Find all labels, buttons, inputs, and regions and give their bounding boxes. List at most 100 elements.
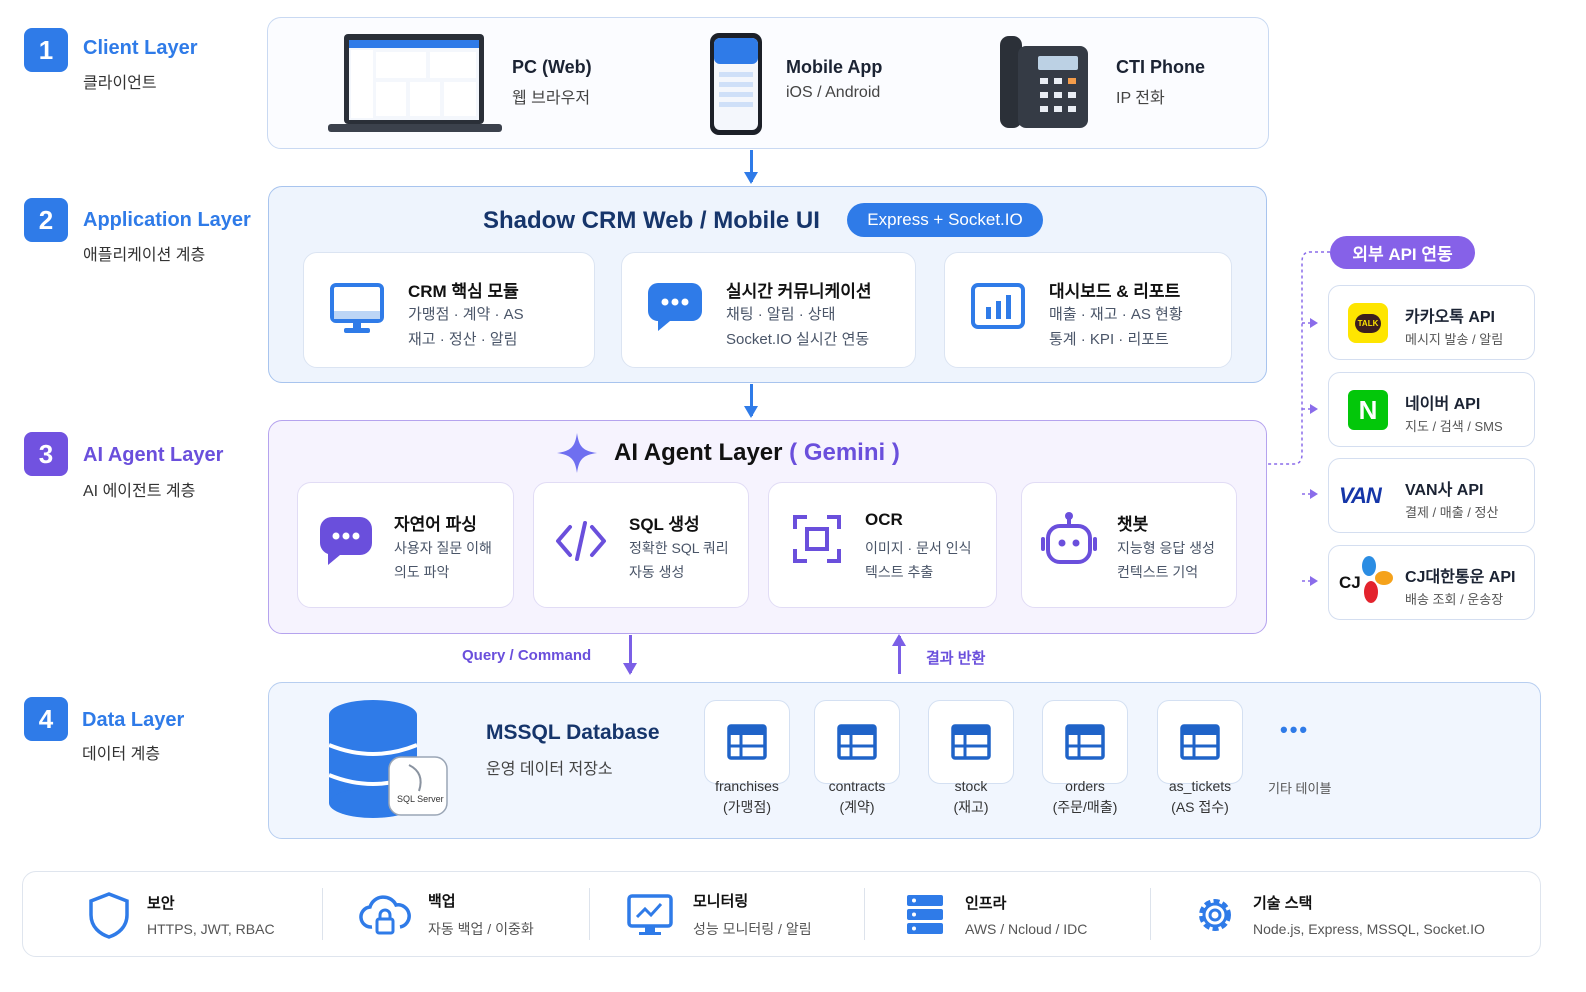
result-return-label: 결과 반환: [926, 650, 986, 667]
api-subtitle: 지도 / 검색 / SMS: [1405, 419, 1503, 434]
db-subtitle: 운영 데이터 저장소: [486, 761, 613, 778]
layer-1-subtitle: 클라이언트: [83, 75, 157, 92]
security-item: 보안 HTTPS, JWT, RBAC: [87, 872, 275, 957]
table-label: orders(주문/매출): [1030, 776, 1140, 818]
card-line-2: 재고 · 정산 · 알림: [408, 331, 518, 348]
layer-1-badge: 1: [24, 28, 68, 72]
card-line-1: 매출 · 재고 · AS 현황: [1049, 306, 1183, 323]
layer-3-badge: 3: [24, 432, 68, 476]
card-line-2: 의도 파악: [394, 564, 450, 580]
footer-title: 기술 스택: [1253, 895, 1313, 912]
card-line-1: 정확한 SQL 쿼리: [629, 540, 729, 556]
external-api-pill: 외부 API 연동: [1330, 236, 1475, 269]
table-name: as_tickets: [1168, 778, 1232, 794]
layer-1-title: Client Layer: [83, 37, 198, 59]
naver-api-card: N 네이버 API 지도 / 검색 / SMS: [1328, 372, 1535, 447]
card-title: CRM 핵심 모듈: [408, 282, 519, 301]
table-contracts: [814, 700, 900, 784]
table-korean-name: (가맹점): [723, 799, 771, 815]
footer-title: 보안: [147, 895, 175, 912]
ai-title-text: AI Agent Layer: [614, 439, 783, 466]
table-name: franchises: [715, 778, 779, 794]
card-title: SQL 생성: [629, 515, 700, 534]
footer-subtitle: HTTPS, JWT, RBAC: [147, 921, 275, 937]
table-icon: [951, 724, 991, 760]
laptop-icon: [328, 34, 502, 132]
api-subtitle: 배송 조회 / 운송장: [1405, 592, 1504, 607]
query-command-label: Query / Command: [462, 647, 592, 664]
client-to-app-arrow: [744, 150, 758, 184]
table-name: contracts: [828, 778, 886, 794]
table-icon: [727, 724, 767, 760]
paren-open: (: [789, 439, 798, 466]
card-line-2: 텍스트 추출: [865, 564, 934, 580]
api-title: VAN사 API: [1405, 482, 1484, 499]
client-pc-title: PC (Web): [512, 57, 592, 77]
nl-parsing-card: 자연어 파싱 사용자 질문 이해 의도 파악: [297, 482, 514, 608]
desk-phone-icon: [1000, 36, 1088, 128]
ai-model-name: Gemini: [803, 439, 886, 466]
van-api-card: VAN VAN사 API 결제 / 매출 / 정산: [1328, 458, 1535, 533]
footer-subtitle: 자동 백업 / 이중화: [428, 921, 534, 937]
chatbot-card: 챗봇 지능형 응답 생성 컨텍스트 기억: [1021, 482, 1237, 608]
db-title: MSSQL Database: [486, 721, 660, 744]
client-mobile-sub: iOS / Android: [786, 84, 881, 101]
card-line-1: 사용자 질문 이해: [394, 540, 492, 556]
client-mobile-title: Mobile App: [786, 57, 883, 77]
card-line-1: 지능형 응답 생성: [1117, 540, 1215, 556]
card-line-2: Socket.IO 실시간 연동: [726, 331, 870, 348]
sparkle-icon: [557, 433, 597, 473]
chat-bubble-icon: [648, 283, 702, 331]
shield-icon: [89, 891, 129, 939]
app-to-ai-arrow: [744, 384, 758, 418]
mobile-phone-icon: [710, 33, 762, 135]
kakaotalk-logo-icon: TALK: [1348, 303, 1388, 343]
monitor-chart-icon: [627, 893, 673, 935]
client-layer-box: PC (Web) 웹 브라우저 Mobile App iOS / Android…: [267, 17, 1269, 149]
api-title: 네이버 API: [1405, 396, 1481, 413]
naver-logo-icon: N: [1348, 390, 1388, 430]
layer-2-subtitle: 애플리케이션 계층: [83, 247, 206, 264]
dashboard-report-card: 대시보드 & 리포트 매출 · 재고 · AS 현황 통계 · KPI · 리포…: [944, 252, 1232, 368]
table-icon: [1065, 724, 1105, 760]
table-korean-name: (계약): [839, 799, 875, 815]
cj-logo-text: CJ: [1339, 573, 1361, 592]
layer-4-subtitle: 데이터 계층: [82, 746, 161, 763]
gear-icon: [1199, 898, 1231, 931]
table-label: stock(재고): [916, 776, 1026, 818]
divider: [589, 888, 590, 940]
footer-title: 모니터링: [693, 893, 749, 910]
card-line-2: 통계 · KPI · 리포트: [1049, 331, 1169, 348]
more-tables-ellipsis: •••: [1280, 717, 1310, 742]
code-icon: [556, 521, 606, 561]
query-arrow: [623, 635, 637, 675]
table-label: as_tickets(AS 접수): [1145, 776, 1255, 818]
table-name: orders: [1065, 778, 1105, 794]
table-icon: [837, 724, 877, 760]
table-icon: [1180, 724, 1220, 760]
table-korean-name: (재고): [953, 799, 989, 815]
van-logo-icon: VAN: [1339, 483, 1382, 508]
table-label: contracts (계약): [802, 776, 912, 818]
card-title: 대시보드 & 리포트: [1049, 282, 1181, 301]
footer-subtitle: AWS / Ncloud / IDC: [965, 921, 1088, 937]
client-cti-sub: IP 전화: [1116, 90, 1165, 107]
layer-2-title: Application Layer: [83, 209, 251, 231]
layer-4-title: Data Layer: [82, 709, 185, 731]
footer-title: 백업: [428, 893, 456, 910]
cj-logo-icon: [1362, 556, 1393, 603]
ocr-card: OCR 이미지 · 문서 인식 텍스트 추출: [768, 482, 997, 608]
layer-3-subtitle: AI 에이전트 계층: [83, 483, 196, 500]
cloud-lock-icon: [359, 894, 411, 934]
robot-icon: [1041, 512, 1097, 564]
client-cti-title: CTI Phone: [1116, 57, 1205, 77]
ai-title: AI Agent Layer ( Gemini ): [614, 439, 900, 467]
card-line-1: 이미지 · 문서 인식: [865, 540, 972, 556]
card-line-1: 채팅 · 알림 · 상태: [726, 306, 836, 323]
bar-chart-icon: [971, 283, 1025, 329]
table-franchises: [704, 700, 790, 784]
